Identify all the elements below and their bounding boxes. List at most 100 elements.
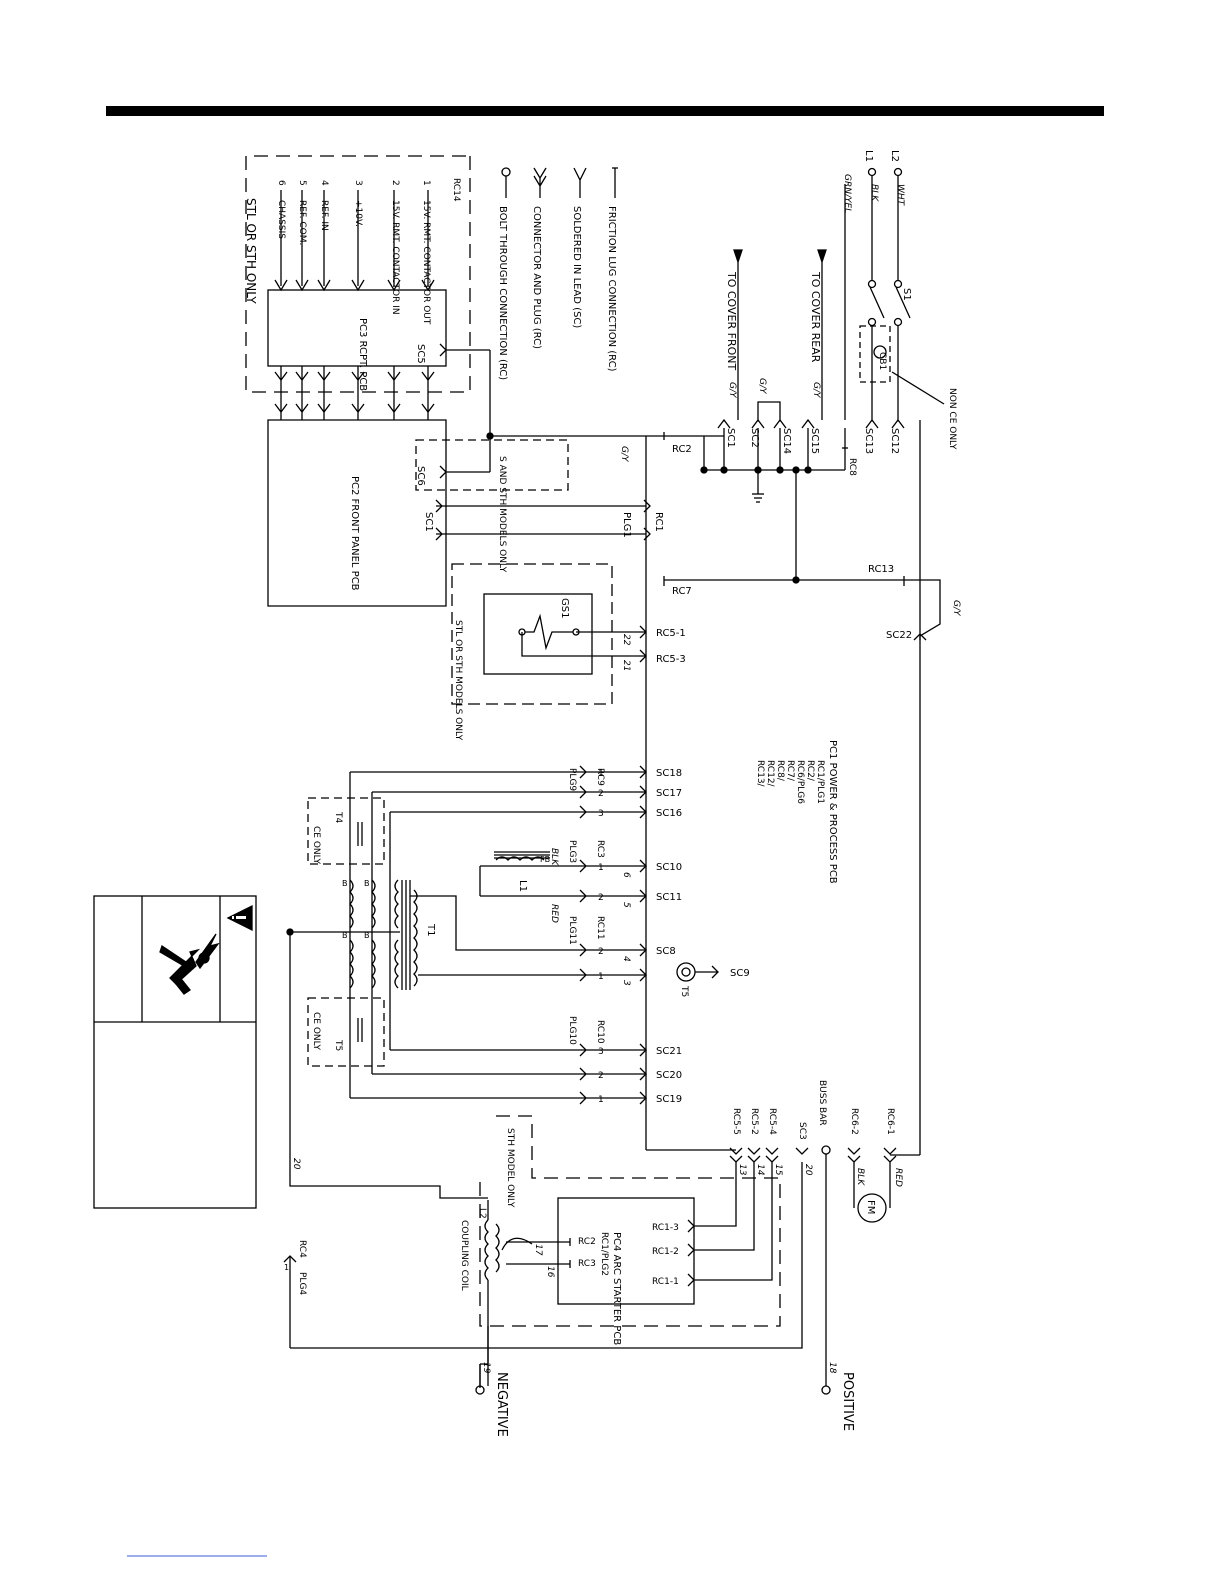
svg-text:B: B	[364, 931, 370, 940]
svg-text:SC6: SC6	[415, 466, 426, 486]
svg-text:PLG9: PLG9	[567, 768, 577, 791]
svg-text:T4: T4	[333, 811, 343, 823]
svg-text:SC19: SC19	[656, 1094, 682, 1105]
svg-text:SC5: SC5	[415, 344, 426, 364]
svg-text:15: 15	[773, 1164, 783, 1176]
svg-text:14: 14	[755, 1164, 765, 1176]
svg-text:RC7/: RC7/	[785, 760, 795, 782]
pc2-label: PC2 FRONT PANEL PCB	[349, 476, 360, 591]
pc1-title: PC1 POWER & PROCESS PCB	[827, 740, 838, 884]
svg-text:21: 21	[621, 660, 631, 671]
svg-text:CB1: CB1	[877, 352, 887, 370]
svg-text:2: 2	[390, 180, 400, 186]
svg-text:BLK: BLK	[549, 848, 559, 866]
svg-text:GS1: GS1	[559, 598, 570, 618]
svg-text:TO COVER REAR: TO COVER REAR	[809, 271, 822, 363]
svg-text:SC21: SC21	[656, 1046, 682, 1057]
svg-text:RC1-2: RC1-2	[652, 1247, 679, 1257]
svg-text:RC7: RC7	[672, 586, 692, 597]
svg-text:BLK: BLK	[855, 1168, 865, 1186]
svg-text:6: 6	[276, 180, 286, 186]
svg-text:RED: RED	[549, 904, 559, 923]
svg-text:CE ONLY: CE ONLY	[311, 826, 321, 864]
svg-text:SC1: SC1	[725, 428, 736, 448]
svg-text:STH MODEL ONLY: STH MODEL ONLY	[505, 1128, 515, 1208]
svg-text:4: 4	[621, 956, 631, 962]
svg-text:G/Y: G/Y	[757, 378, 767, 395]
svg-text:G/Y: G/Y	[619, 446, 629, 463]
legend: FRICTION LUG CONNECTION (RC) SOLDERED IN…	[497, 167, 618, 380]
svg-text:L2: L2	[889, 150, 900, 162]
svg-text:COUPLING COIL: COUPLING COIL	[459, 1220, 469, 1291]
svg-text:RC3: RC3	[578, 1259, 596, 1269]
transformer-block: RC9 PLG9 1 2 3 SC18 SC17 SC16 T4 CE ONLY…	[286, 765, 750, 1105]
svg-text:SC14: SC14	[781, 428, 792, 454]
svg-text:S1: S1	[901, 288, 912, 301]
legend-bolt-through: BOLT THROUGH CONNECTION (RC)	[497, 206, 508, 380]
svg-text:SC20: SC20	[656, 1070, 682, 1081]
svg-text:1: 1	[598, 769, 604, 779]
svg-text:SC2: SC2	[749, 428, 760, 448]
svg-text:G/Y: G/Y	[951, 600, 961, 617]
svg-text:G/Y: G/Y	[727, 382, 737, 399]
svg-text:RC3: RC3	[595, 840, 605, 858]
svg-text:1: 1	[284, 1263, 289, 1272]
svg-text:PLG11: PLG11	[567, 916, 577, 945]
rc14-note: STL OR STH ONLY	[244, 198, 258, 304]
svg-text:RC5-4: RC5-4	[767, 1108, 777, 1135]
svg-text:20: 20	[803, 1164, 813, 1176]
svg-text:SC12: SC12	[889, 428, 900, 454]
svg-text:STL OR STH MODELS ONLY: STL OR STH MODELS ONLY	[453, 620, 463, 741]
svg-text:SC9: SC9	[730, 968, 750, 979]
svg-text:2: 2	[598, 893, 604, 903]
svg-text:RC8: RC8	[847, 458, 857, 476]
header-bar	[106, 106, 1104, 116]
svg-text:RED: RED	[893, 1168, 903, 1187]
legend-soldered: SOLDERED IN LEAD (SC)	[571, 206, 582, 328]
svg-text:3: 3	[353, 180, 363, 186]
fan-motor: FM	[865, 1200, 876, 1214]
svg-text:RC6/PLG6: RC6/PLG6	[795, 760, 805, 804]
svg-text:T1: T1	[425, 923, 436, 936]
svg-text:L1: L1	[863, 150, 874, 162]
svg-text:2: 2	[598, 1071, 604, 1081]
svg-text:RC2/: RC2/	[805, 760, 815, 782]
svg-text:T5: T5	[333, 1039, 343, 1051]
svg-text:RC2: RC2	[672, 444, 692, 455]
svg-text:SC11: SC11	[656, 892, 682, 903]
svg-text:15V. RMT. CONTACTOR IN: 15V. RMT. CONTACTOR IN	[390, 200, 400, 315]
svg-text:22: 22	[621, 634, 631, 646]
svg-text:SC13: SC13	[863, 428, 874, 454]
legend-connector-plug: CONNECTOR AND PLUG (RC)	[531, 206, 542, 349]
svg-text:15V. RMT. CONTACTOR OUT: 15V. RMT. CONTACTOR OUT	[421, 200, 431, 325]
svg-text:CE ONLY: CE ONLY	[311, 1012, 321, 1050]
input-section: L1 L2 BLK WHT GRN/YEL S1 CB1 NON CE ONLY…	[717, 150, 957, 476]
svg-text:SC3: SC3	[797, 1122, 807, 1140]
negative-terminal: NEGATIVE	[494, 1372, 509, 1437]
svg-text:RC10: RC10	[595, 1020, 605, 1044]
svg-text:RC1-1: RC1-1	[652, 1277, 679, 1287]
svg-text:RC5-3: RC5-3	[656, 654, 686, 665]
svg-text:2: 2	[598, 947, 604, 957]
rc14-block: RC14 STL OR STH ONLY 1 15V. RMT. CONTACT…	[244, 155, 491, 436]
svg-text:1: 1	[598, 863, 604, 873]
svg-text:RC5-2: RC5-2	[749, 1108, 759, 1135]
output-section: RC5-5 RC5-2 RC5-4 SC3 BUSS BAR RC6-2 RC6…	[283, 932, 920, 1437]
svg-text:17: 17	[533, 1244, 543, 1256]
svg-text:PLG10: PLG10	[567, 1016, 577, 1045]
svg-text:20: 20	[291, 1158, 301, 1170]
svg-text:RC6-2: RC6-2	[849, 1108, 859, 1135]
svg-text:SC17: SC17	[656, 788, 682, 799]
svg-text:RC11: RC11	[595, 916, 605, 940]
svg-text:TO COVER FRONT: TO COVER FRONT	[725, 271, 738, 370]
svg-text:1: 1	[421, 180, 431, 186]
svg-text:S AND STH MODELS ONLY: S AND STH MODELS ONLY	[497, 456, 507, 573]
svg-text:RC9: RC9	[595, 768, 605, 786]
svg-text:2: 2	[598, 789, 604, 799]
svg-text:SC10: SC10	[656, 862, 682, 873]
svg-text:1: 1	[598, 1095, 604, 1105]
svg-text:SC15: SC15	[809, 428, 820, 454]
svg-text:WHT: WHT	[895, 184, 905, 207]
svg-text:PLG1: PLG1	[621, 512, 632, 538]
